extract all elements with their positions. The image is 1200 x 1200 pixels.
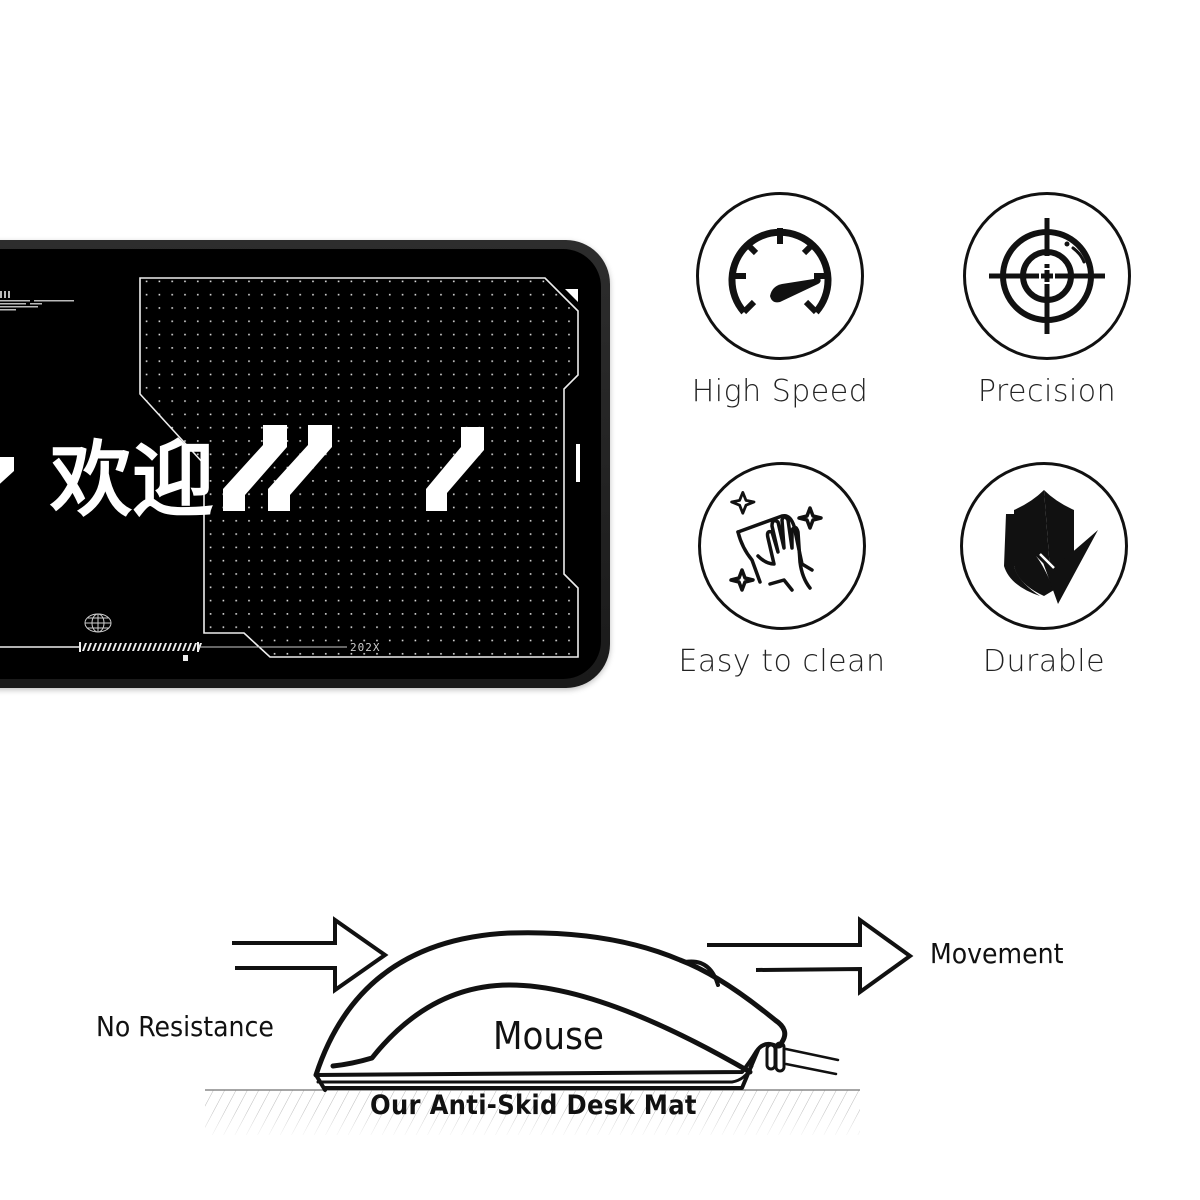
no-resistance-label: No Resistance xyxy=(96,1010,274,1043)
feature-label: High Speed xyxy=(691,374,869,409)
desk-mat-surface: 欢迎 202X xyxy=(0,249,601,679)
desk-mat-graphics: 欢迎 202X xyxy=(0,277,580,661)
speedometer-icon xyxy=(728,228,832,315)
hazard-stripes xyxy=(79,642,202,661)
year-mark: 202X xyxy=(350,641,381,654)
mouse-label: Mouse xyxy=(493,1014,604,1058)
feature-durable: Durable xyxy=(914,462,1174,679)
desk-mat-label: Our Anti-Skid Desk Mat xyxy=(370,1090,697,1121)
hand-wiping-cloth-icon xyxy=(729,491,823,592)
crosshair-target-icon xyxy=(989,218,1105,334)
feature-precision: Precision xyxy=(917,192,1177,409)
arrow-right-icon xyxy=(707,916,914,996)
mat-chinese-text: 欢迎 xyxy=(49,433,214,528)
desk-mat-image: 欢迎 202X xyxy=(0,240,610,688)
feature-label: Precision xyxy=(977,374,1117,409)
anti-skid-diagram: No Resistance Movement Mouse Our Anti-Sk… xyxy=(0,880,1200,1180)
feature-circle xyxy=(698,462,866,630)
globe-icon xyxy=(84,613,112,633)
slash-graphics xyxy=(0,425,484,511)
feature-label: Durable xyxy=(982,644,1106,679)
feature-easy-to-clean: Easy to clean xyxy=(652,462,912,679)
mat-tiny-text xyxy=(0,291,74,311)
mouse-icon xyxy=(313,930,840,1092)
feature-circle xyxy=(960,462,1128,630)
arrow-right-icon xyxy=(232,916,389,994)
panel-outline xyxy=(139,277,579,658)
feature-label: Easy to clean xyxy=(678,644,886,679)
feature-circle xyxy=(696,192,864,360)
shield-check-icon xyxy=(1004,490,1098,604)
feature-high-speed: High Speed xyxy=(650,192,910,409)
mouse-diagram-illustration xyxy=(205,916,914,1140)
corner-triangle xyxy=(565,289,578,302)
side-bar xyxy=(576,444,580,482)
feature-circle xyxy=(963,192,1131,360)
movement-label: Movement xyxy=(930,937,1064,970)
